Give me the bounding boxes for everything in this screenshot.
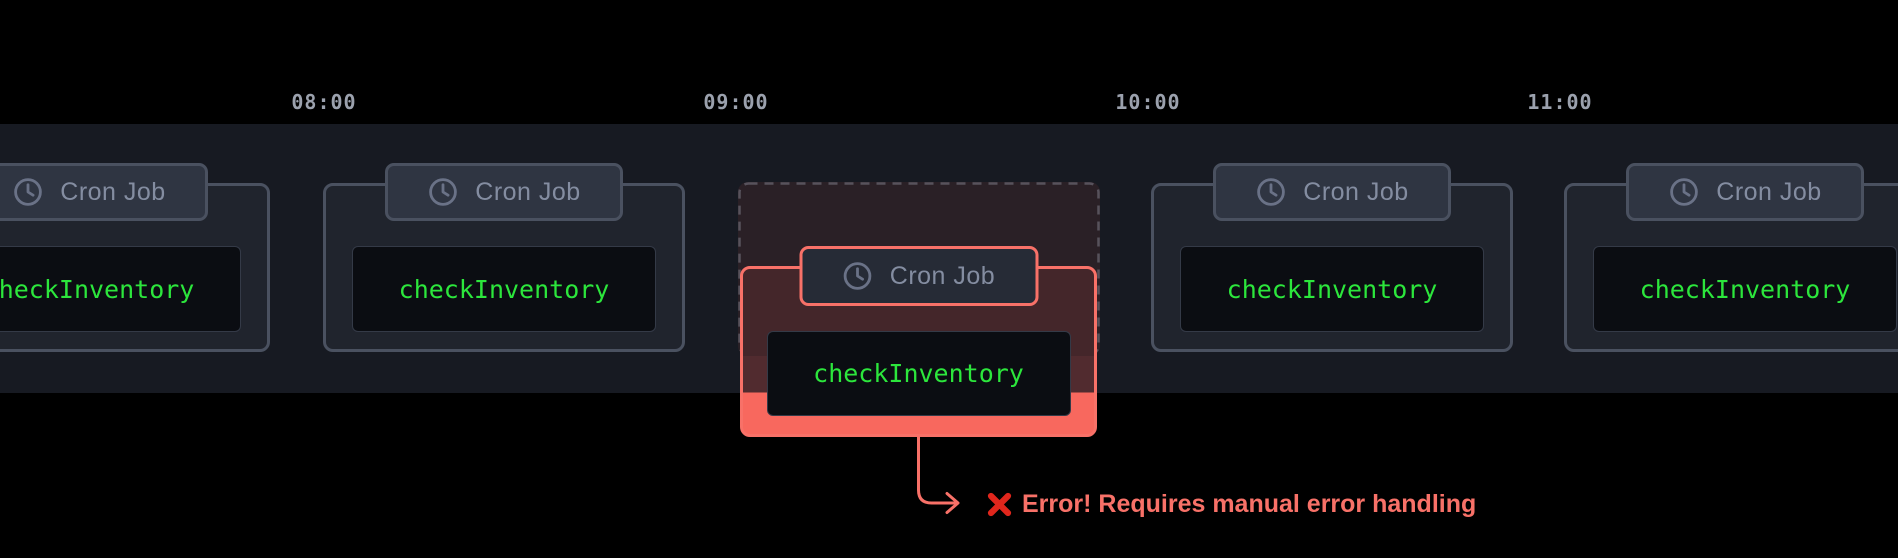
time-label-0900: 09:00 xyxy=(703,90,769,114)
function-name: checkInventory xyxy=(1226,274,1438,304)
cron-job-tab-label: Cron Job xyxy=(60,177,166,206)
code-box: checkInventory xyxy=(0,246,241,332)
cron-job-node: Cron Job checkInventory xyxy=(1564,163,1898,352)
code-box: checkInventory xyxy=(766,331,1071,416)
time-label-1000: 10:00 xyxy=(1115,90,1181,114)
code-box: checkInventory xyxy=(1180,246,1484,332)
cron-job-tab: Cron Job xyxy=(1626,163,1864,221)
clock-icon xyxy=(429,178,458,206)
cron-job-tab: Cron Job xyxy=(0,163,208,221)
cron-job-tab-label: Cron Job xyxy=(889,261,996,290)
clock-icon xyxy=(1257,178,1286,206)
cron-job-tab: Cron Job xyxy=(385,163,623,221)
cron-job-node: Cron Job checkInventory xyxy=(0,163,270,352)
clock-icon xyxy=(1670,178,1699,206)
code-box: checkInventory xyxy=(352,246,656,332)
error-message: Error! Requires manual error handling xyxy=(1022,490,1477,518)
time-label-1100: 11:00 xyxy=(1527,90,1593,114)
cron-job-tab-label: Cron Job xyxy=(1303,177,1409,206)
cron-job-tab-label: Cron Job xyxy=(1716,177,1822,206)
time-label-0800: 08:00 xyxy=(291,90,357,114)
code-box: checkInventory xyxy=(1593,246,1897,332)
cron-job-node-error: Cron Job checkInventory xyxy=(740,246,1097,437)
function-name: checkInventory xyxy=(1639,274,1851,304)
cron-job-node: Cron Job checkInventory xyxy=(323,163,685,352)
cron-job-tab: Cron Job xyxy=(1213,163,1451,221)
function-name: checkInventory xyxy=(813,359,1024,388)
cross-mark-icon xyxy=(987,492,1012,517)
cron-job-tab-label: Cron Job xyxy=(475,177,581,206)
clock-icon xyxy=(14,178,43,206)
cron-job-node: Cron Job checkInventory xyxy=(1151,163,1513,352)
function-name: checkInventory xyxy=(398,274,610,304)
cron-job-tab: Cron Job xyxy=(799,246,1038,306)
function-name: checkInventory xyxy=(0,274,195,304)
clock-icon xyxy=(843,262,872,290)
